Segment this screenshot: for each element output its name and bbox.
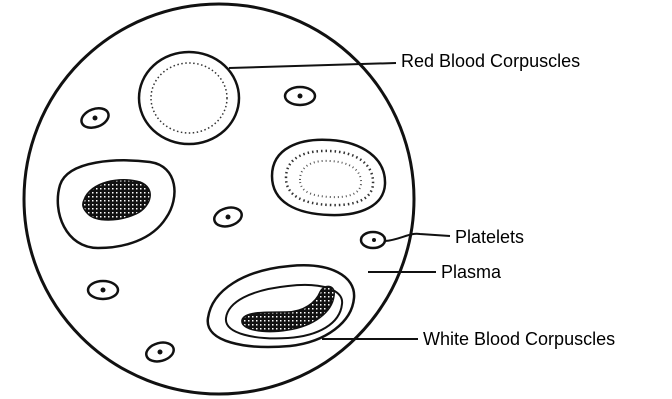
white-blood-corpuscle-bottom xyxy=(208,265,354,347)
rbc-label: Red Blood Corpuscles xyxy=(401,52,580,70)
small-cell-1 xyxy=(79,105,111,131)
small-cell-4 xyxy=(88,281,118,299)
platelets-leader-line xyxy=(385,234,450,241)
wbc-label: White Blood Corpuscles xyxy=(423,330,615,348)
small-cell-5 xyxy=(144,340,176,365)
rbc-leader-line xyxy=(229,63,396,68)
small-cell-3 xyxy=(212,205,244,230)
red-blood-corpuscle-top xyxy=(139,52,239,144)
white-blood-corpuscle-left xyxy=(58,160,175,248)
platelets-label: Platelets xyxy=(455,228,524,246)
red-blood-corpuscle-right xyxy=(272,140,385,215)
platelet xyxy=(361,232,385,248)
small-cell-2 xyxy=(285,87,315,105)
plasma-label: Plasma xyxy=(441,263,501,281)
